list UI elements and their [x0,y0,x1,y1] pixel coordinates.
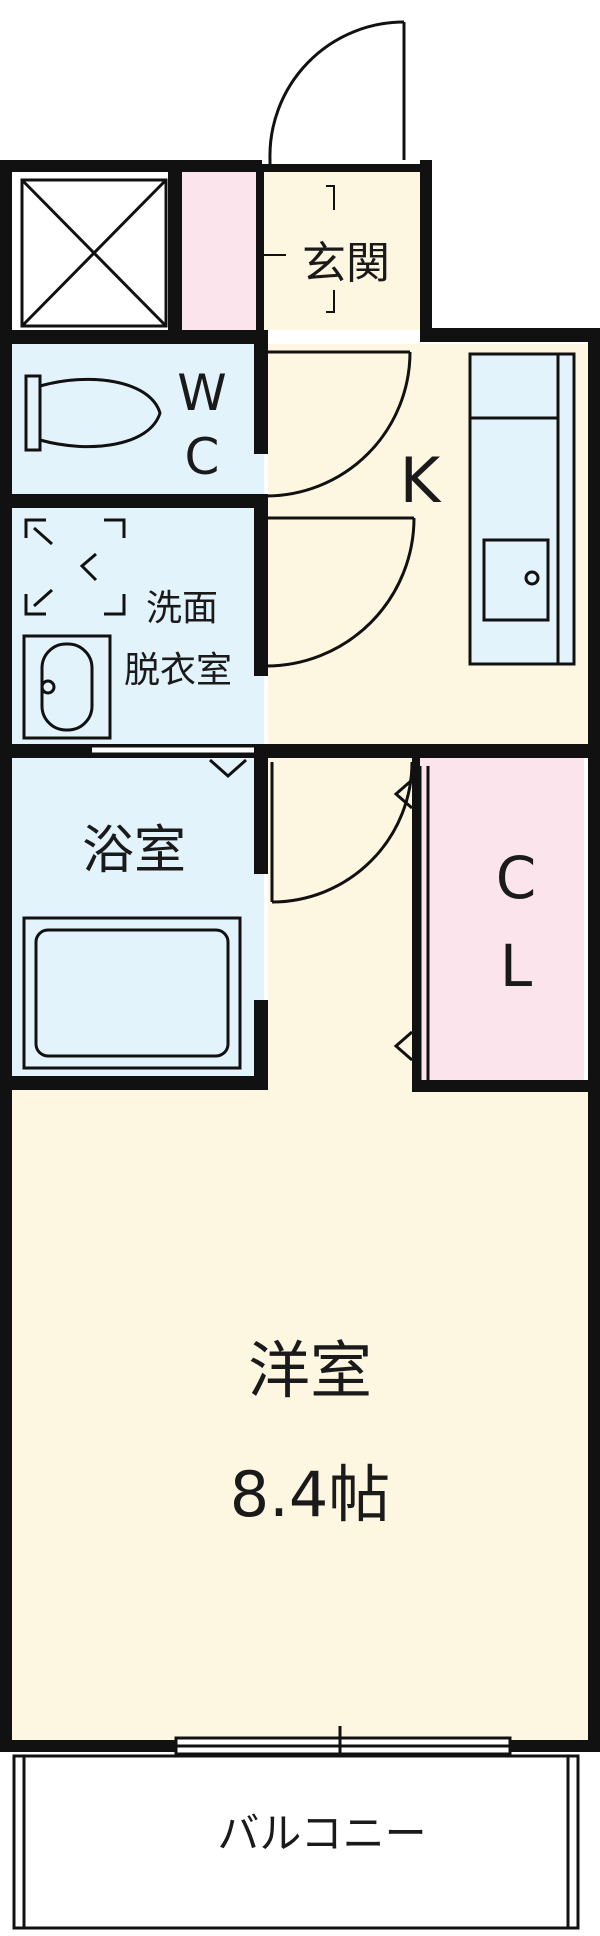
closet-label-line2: L [500,932,532,1000]
entrance-label: 玄関 [302,238,390,289]
vanity-basin [22,634,112,740]
kitchen-sink [482,538,550,622]
washroom-label-line1: 洗面 [146,588,218,629]
hallway-floor [268,758,418,1088]
balcony-label: バルコニー [217,1809,426,1858]
washroom-door[interactable] [265,516,416,668]
storage-box [20,178,168,328]
shoe-cabinet-floor [180,170,258,330]
wc-label-line2: C [185,428,220,486]
western-room-size: 8.4帖 [230,1458,391,1531]
bathtub [22,916,242,1070]
bathroom-door[interactable] [92,744,254,779]
washroom-label-line2: 脱衣室 [124,650,232,691]
toilet [24,374,162,452]
closet-doors[interactable] [393,766,430,1080]
western-room-floor [12,1088,588,1740]
washing-machine-space [24,518,126,616]
wc-label-line1: W [177,364,226,422]
closet-label-line1: C [496,844,537,912]
entrance-floor [262,170,424,330]
balcony-window[interactable] [174,1726,512,1762]
interior-walls [12,170,588,1092]
western-room-label: 洋室 [248,1334,372,1407]
closet-floor [418,758,584,1080]
living-room-door[interactable] [270,761,414,904]
bathroom-label: 浴室 [82,821,186,881]
balcony [12,1754,580,1930]
kitchen-label: K [400,444,442,517]
entrance-step [262,185,335,313]
wc-door[interactable] [265,350,412,498]
front-door[interactable] [262,20,420,166]
